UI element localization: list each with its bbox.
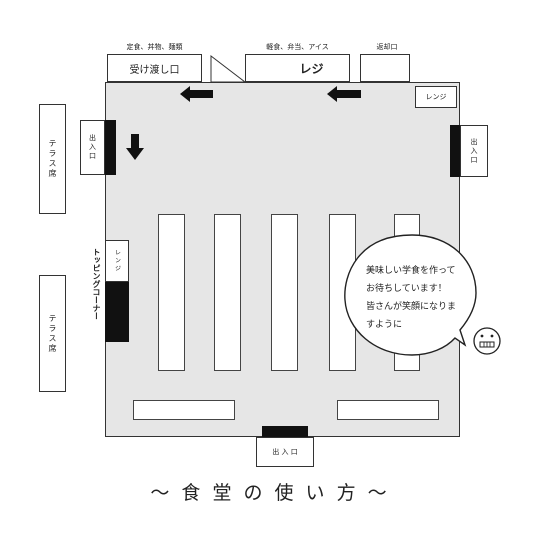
range-top-label: レンジ [425,93,447,101]
table-vertical-2 [214,214,241,371]
terrace-lower-label: テラス席 [48,313,57,354]
entrance-left-door [105,120,116,175]
return-counter [360,54,410,82]
pickup-counter: 受け渡し口 [107,54,202,82]
arrow-left-icon [327,86,361,102]
register-counter: レジ [245,54,350,82]
range-top: レンジ [415,86,457,108]
entrance-right-label: 出入口 [470,137,478,165]
terrace-upper-label: テラス席 [48,139,57,179]
entrance-left [80,120,105,175]
arrow-left-icon [180,86,213,102]
table-horizontal-1 [133,400,235,420]
entrance-bottom-label: 出 入 口 [272,448,298,456]
entrance-bottom: 出 入 口 [256,437,314,467]
range-left [105,240,129,282]
page-title: ～ 食 堂 の 使 い 方 ～ [150,482,390,504]
pickup-label: 受け渡し口 [129,64,180,76]
topping-label: トッピングコーナー [92,248,101,320]
entrance-bottom-door [262,426,308,437]
label-return: 返却口 [376,43,398,51]
table-horizontal-2 [337,400,439,420]
range-left-label: レンジ [113,249,121,273]
register-label: レジ [299,61,324,76]
entrance-right-door [450,125,460,177]
terrace-seat-upper: テラス席 [39,104,66,214]
entrance-left-label: 出入口 [88,134,97,161]
terrace-seat-lower: テラス席 [39,275,66,392]
speech-text: 美味しい学食を作って お待ちしています！ 皆さんが笑顔になりま すように [366,266,457,330]
table-vertical-1 [158,214,185,371]
arrow-down-icon [126,134,144,160]
label-keishoku: 軽食、弁当、アイス [266,43,329,51]
label-teishoku: 定食、丼物、麺類 [126,43,183,51]
topping-counter [105,282,129,342]
table-vertical-3 [271,214,298,371]
entrance-right [460,125,488,177]
